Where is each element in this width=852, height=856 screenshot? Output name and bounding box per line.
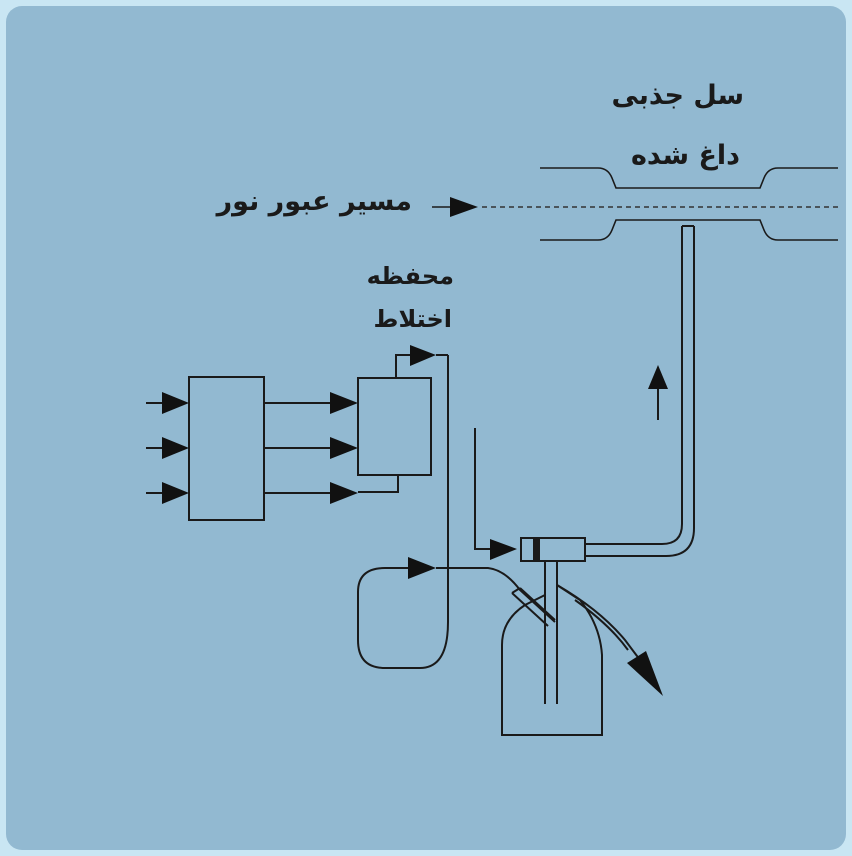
light-path-label: مسیر عبور نور bbox=[216, 186, 412, 217]
light-path-arrow bbox=[432, 197, 478, 217]
capillary bbox=[511, 587, 556, 627]
input-arrow-1 bbox=[146, 392, 189, 414]
diagram-panel bbox=[6, 6, 846, 850]
mixing-chamber-outlet bbox=[395, 345, 449, 622]
input-arrow-2 bbox=[146, 437, 189, 459]
connection-arrow-1 bbox=[264, 392, 358, 414]
absorption-cell-label-line2: داغ شده bbox=[630, 140, 740, 171]
connection-arrow-3 bbox=[264, 482, 358, 504]
absorption-cell bbox=[540, 167, 838, 241]
gas-inlet bbox=[474, 428, 517, 560]
connecting-tube bbox=[585, 225, 695, 557]
flow-up-arrow bbox=[648, 365, 668, 420]
burner-tube bbox=[520, 537, 586, 562]
input-arrow-3 bbox=[146, 482, 189, 504]
mixing-chamber-box bbox=[357, 377, 432, 476]
absorption-cell-label-line1: سل جذبی bbox=[611, 80, 744, 111]
mixing-chamber-label-line1: محفظه bbox=[366, 262, 454, 290]
drain-reservoir bbox=[501, 561, 663, 736]
mixing-chamber-bottom-lead bbox=[358, 475, 399, 493]
connection-arrow-2 bbox=[264, 437, 358, 459]
input-box bbox=[188, 376, 265, 521]
mixing-chamber-label-line2: اختلاط bbox=[373, 305, 452, 333]
return-loop bbox=[357, 557, 556, 669]
